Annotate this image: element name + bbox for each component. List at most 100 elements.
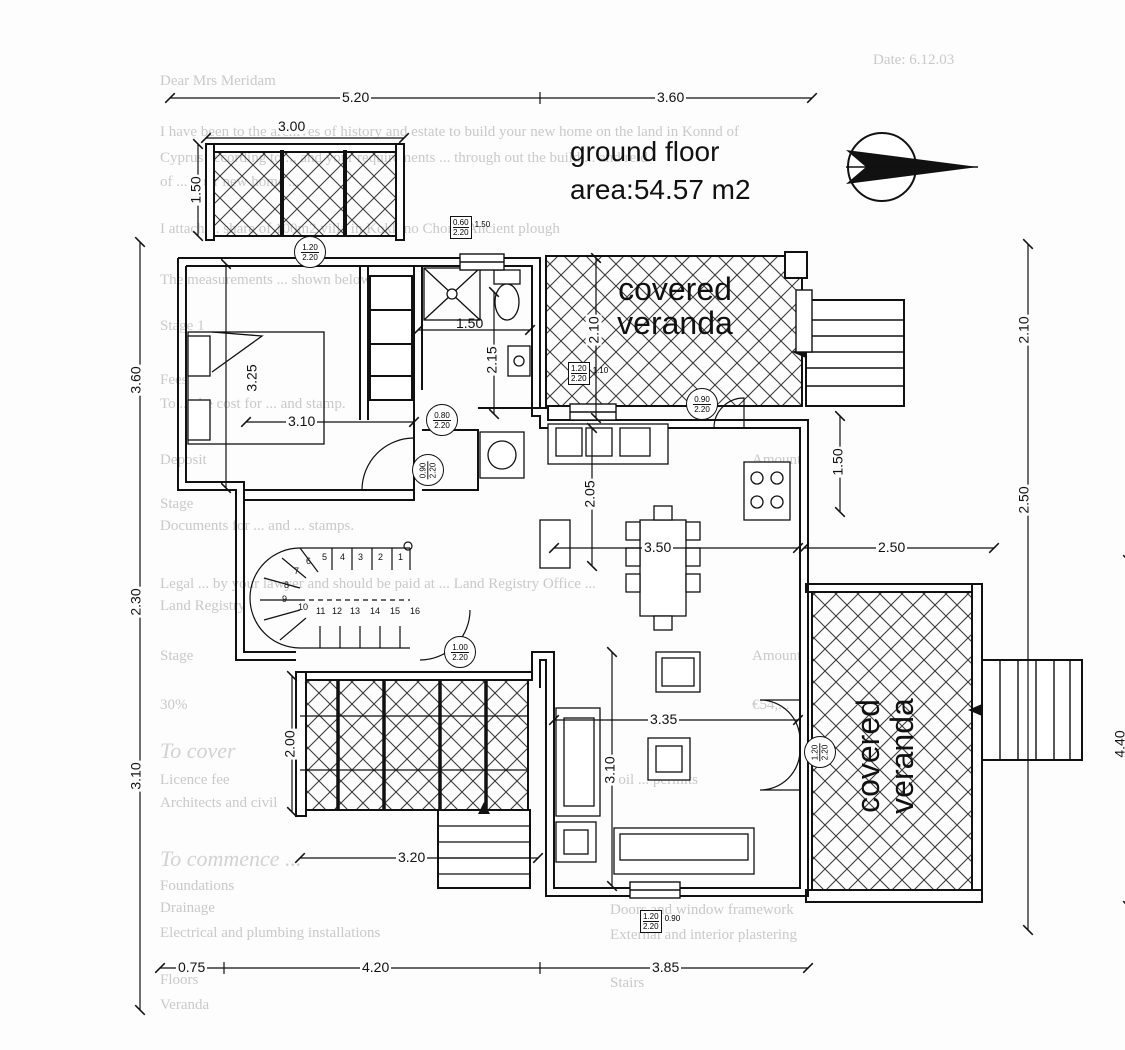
plan-title: ground floor (570, 136, 720, 167)
stair-step-number: 15 (390, 606, 401, 616)
dim-shower-width: 1.50 (456, 315, 484, 331)
letter-text: Stage (160, 496, 194, 512)
veranda-right (805, 583, 1083, 903)
bed (187, 331, 325, 445)
dim-dining-width: 3.50 (642, 539, 674, 555)
dim-right-middle: 2.50 (1015, 484, 1032, 516)
letter-text: Land Registry (160, 598, 246, 614)
dim-living-width: 3.35 (648, 711, 680, 727)
dim-balcony-width: 3.00 (276, 118, 308, 134)
letter-text: The measurements ... shown below. (160, 272, 374, 288)
stairs-balcony (295, 671, 533, 889)
stair-step-number: 8 (284, 580, 290, 590)
dim-bottom-right: 3.85 (650, 959, 682, 975)
tag-width: 1.20 (301, 242, 319, 253)
tag-side: 1.10 (592, 366, 609, 375)
north-arrow-icon (846, 132, 978, 202)
dining-table (625, 505, 701, 631)
stair-step-number: 16 (410, 606, 421, 616)
stair-step-number: 6 (306, 556, 312, 566)
letter-date: Date: 6.12.03 (873, 52, 955, 68)
dim-bottom-middle: 4.20 (360, 959, 392, 975)
letter-salutation: Dear Mrs Meridam (160, 73, 276, 89)
letter-text: Amount (752, 648, 802, 664)
interior-walls (244, 266, 540, 501)
living-furniture (555, 651, 755, 875)
room-label-veranda-top: covered veranda (600, 272, 750, 340)
tag-side: 0.90 (664, 914, 681, 923)
room-label-line: covered (618, 271, 732, 307)
tag-height: 2.20 (302, 252, 318, 262)
dim-right-upper: 2.10 (1015, 314, 1032, 346)
dim-left-middle: 2.30 (127, 586, 144, 618)
tag-height: 2.20 (694, 404, 710, 414)
stair-step-number: 2 (378, 552, 384, 562)
tag-width: 0.90 (693, 394, 711, 405)
stair-step-number: 4 (340, 552, 346, 562)
letter-heading: To commence ... (160, 846, 302, 871)
letter-text: Documents for ... and ... stamps. (160, 518, 355, 534)
spiral-stair (249, 541, 413, 649)
toilet (493, 269, 521, 321)
dim-right-lower: 4.40 (1111, 728, 1125, 760)
letter-text: €54,... (752, 697, 790, 713)
dim-left-lower: 3.10 (127, 760, 144, 792)
tag-width: 1.20 (810, 743, 821, 761)
letter-text: 30% (160, 697, 188, 713)
dim-stairs-balcony-depth: 2.00 (281, 728, 298, 760)
tag-width: 1.00 (451, 642, 469, 653)
tag-height: 2.20 (452, 652, 468, 662)
tag-height: 2.20 (453, 228, 469, 237)
letter-text: Foundations (160, 878, 235, 894)
letter-text: Drainage (160, 900, 215, 916)
letter-text: Architects and civil (160, 795, 278, 811)
dim-balcony-depth: 1.50 (187, 174, 204, 206)
tag-width: 0.60 (453, 218, 469, 228)
shower (423, 267, 481, 321)
letter-text: Licence fee (160, 772, 230, 788)
room-label-line: veranda (617, 305, 733, 341)
tag-width: 0.90 (418, 461, 429, 479)
letter-text: Stage 1 (160, 318, 205, 334)
letter-text: Electrical and plumbing installations (160, 925, 381, 941)
bedroom-balcony (205, 143, 405, 241)
letter-text: Stairs (610, 975, 645, 991)
letter-heading: To cover (160, 738, 236, 763)
tag-height: 2.20 (571, 374, 587, 383)
dim-veranda-right-width: 2.50 (876, 539, 908, 555)
stair-step-number: 7 (294, 566, 300, 576)
stair-step-number: 9 (282, 594, 288, 604)
dim-bath-depth: 2.15 (483, 344, 500, 376)
letter-text: Fees (160, 372, 188, 388)
stair-step-number: 12 (332, 606, 343, 616)
letter-text: Floors (160, 972, 199, 988)
stair-step-number: 10 (298, 602, 309, 612)
tag-height: 2.20 (428, 462, 438, 478)
dim-veranda-top-depth: 2.10 (585, 314, 602, 346)
dim-hob-depth: 1.50 (829, 446, 846, 478)
stair-step-number: 13 (350, 606, 361, 616)
stair-step-number: 11 (316, 606, 326, 616)
dim-bedroom-length: 3.25 (243, 362, 260, 394)
dim-top-right: 3.60 (655, 89, 687, 105)
letter-text: Deposit (160, 452, 207, 468)
dim-living-depth: 3.10 (601, 754, 618, 786)
tag-height: 2.20 (820, 744, 830, 760)
room-label-line: veranda (884, 698, 920, 814)
exterior-walls (177, 257, 809, 897)
washing-machine (479, 431, 525, 479)
tag-width: 1.20 (643, 912, 659, 922)
dim-bedroom-width: 3.10 (286, 413, 318, 429)
room-label-line: covered (850, 699, 886, 813)
tag-height: 2.20 (643, 922, 659, 931)
stair-step-number: 5 (322, 552, 328, 562)
